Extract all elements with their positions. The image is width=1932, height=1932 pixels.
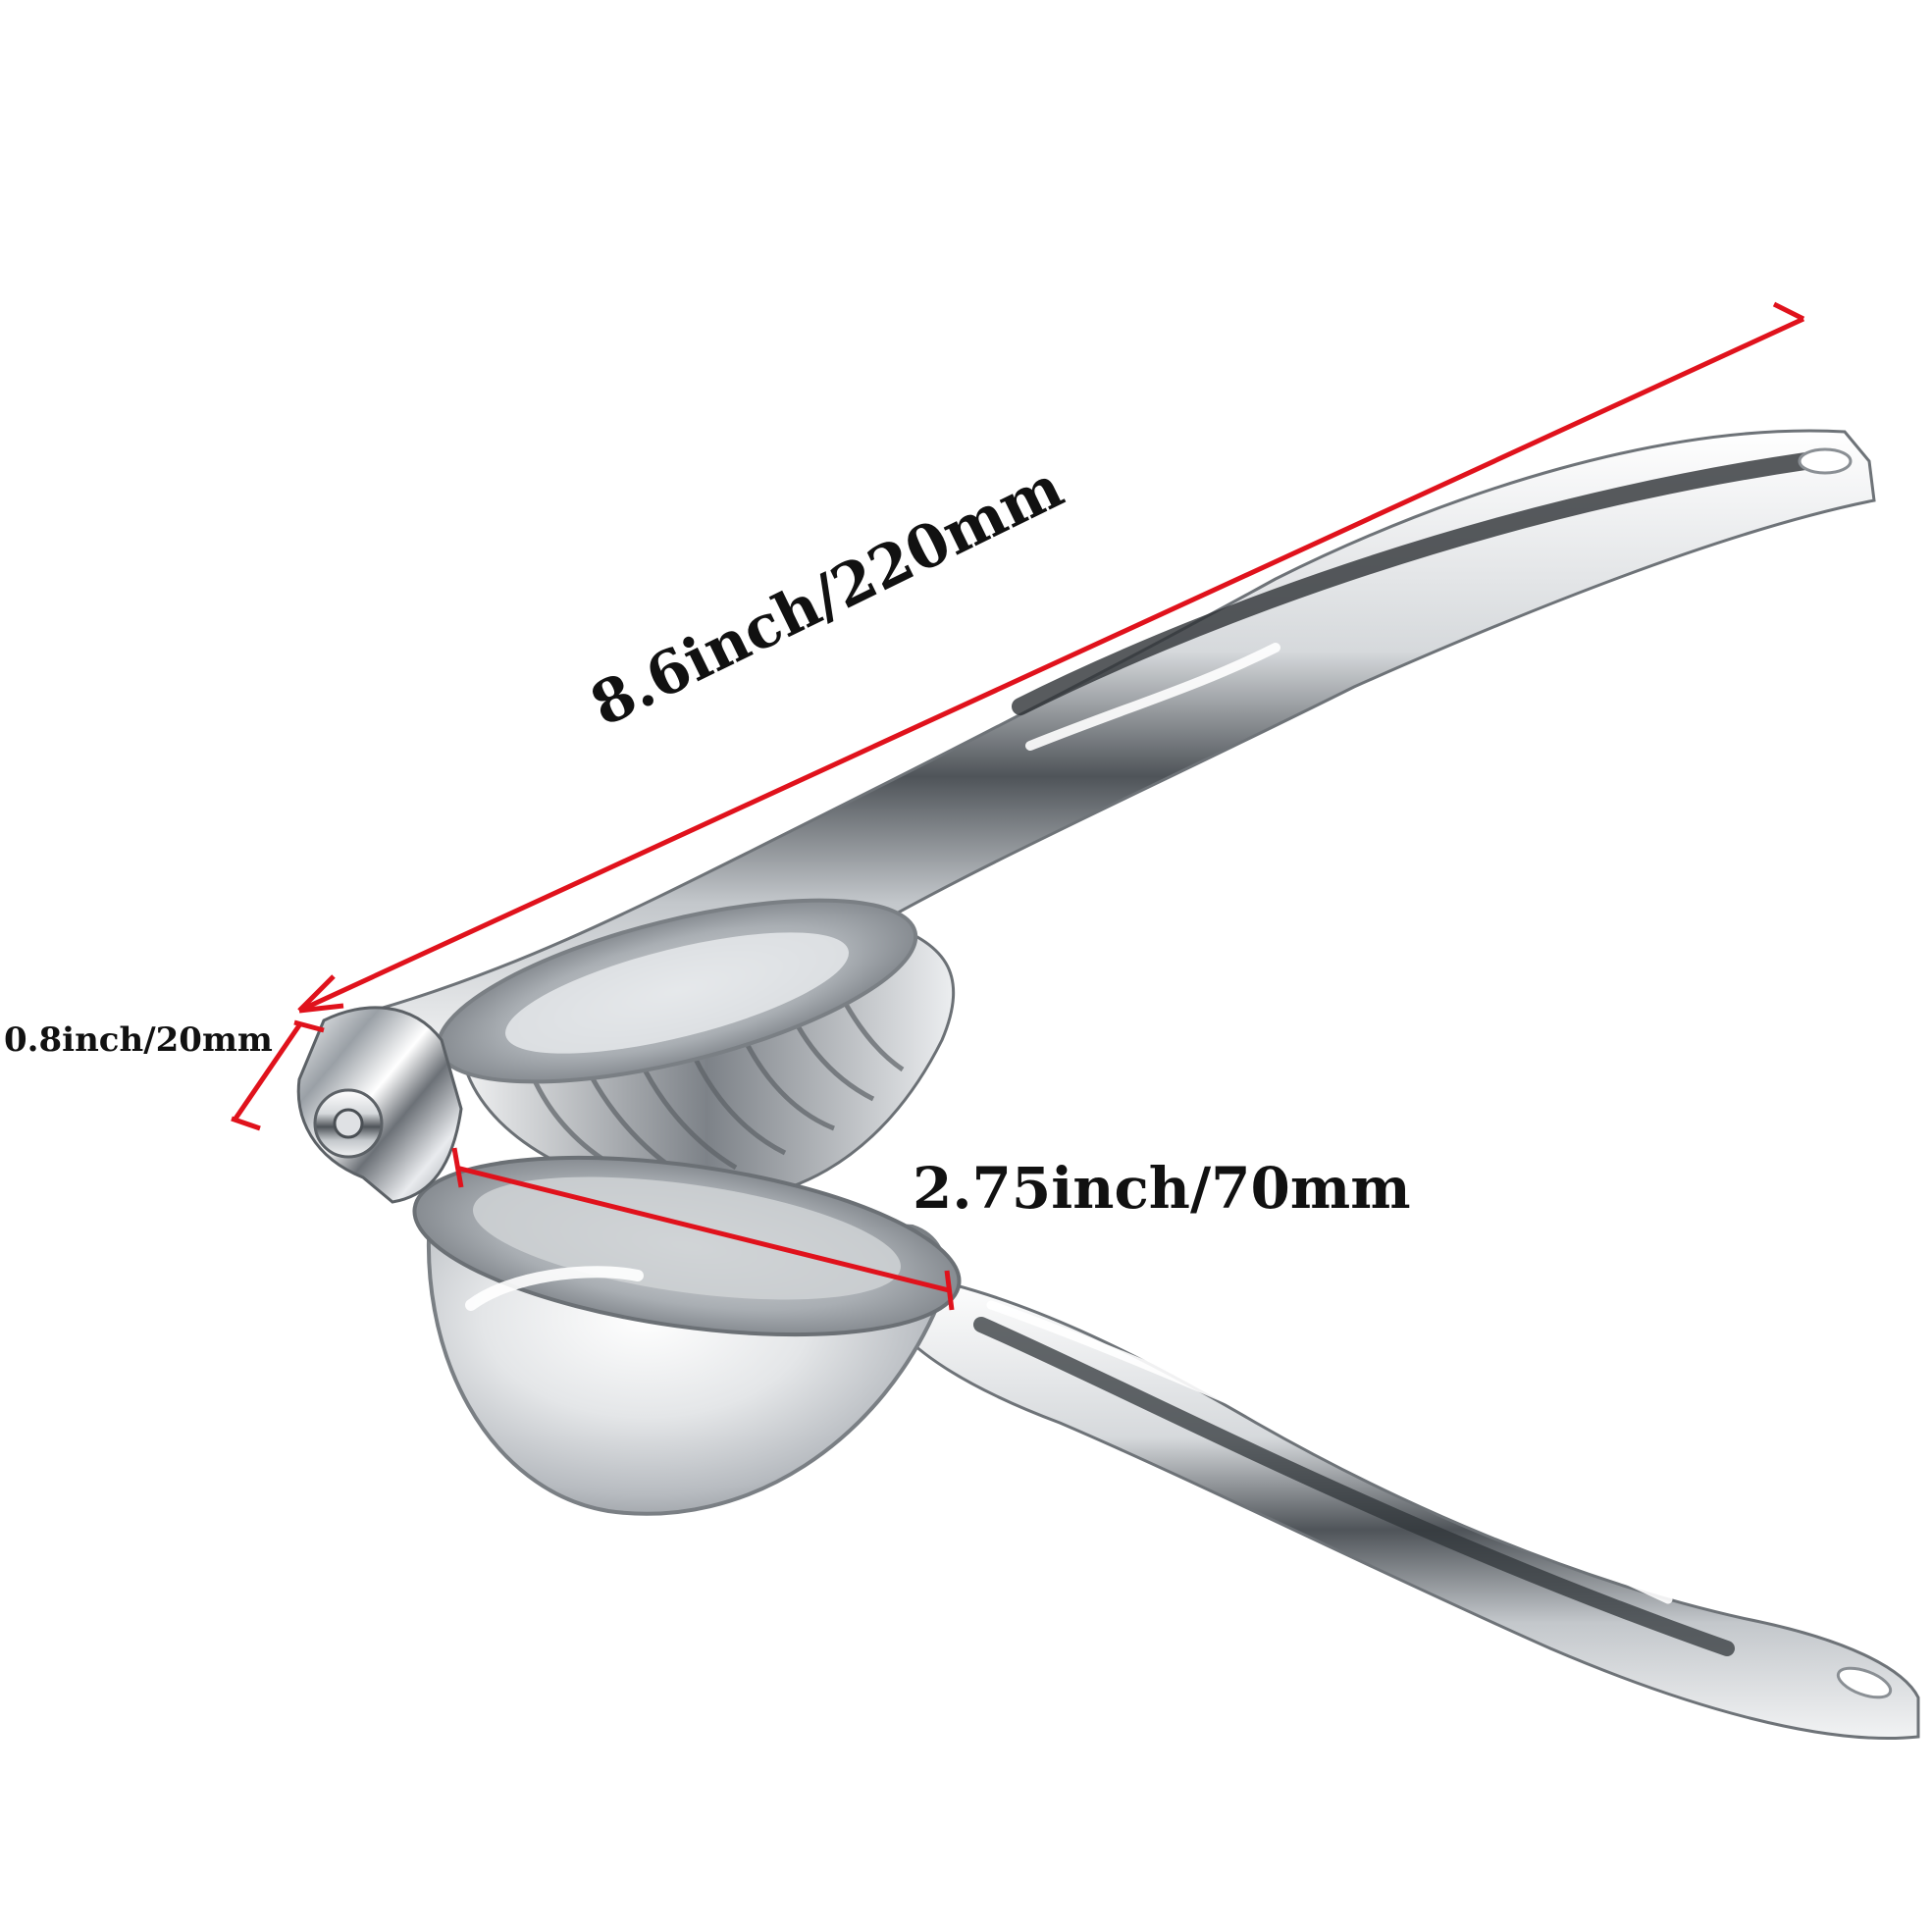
length-arrow-left [297, 974, 344, 1014]
hinge-tick-top [293, 1019, 325, 1033]
length-arrow-right [1772, 301, 1805, 322]
upper-handle-hole [1798, 447, 1853, 475]
hinge [296, 1006, 463, 1204]
hinge-pin [333, 1108, 364, 1139]
hinge-tick-bottom [231, 1116, 261, 1131]
lower-bowl [412, 1155, 962, 1516]
dimension-lines [231, 301, 1805, 1311]
hinge-width-label: 0.8inch/20mm [4, 1020, 273, 1060]
bowl-diameter-label: 2.75inch/70mm [913, 1155, 1411, 1222]
hinge-dimension-line [233, 1023, 302, 1121]
bowl-tick-left [451, 1147, 464, 1188]
lower-handle-hole [1836, 1666, 1893, 1699]
bowl-tick-right [944, 1270, 955, 1311]
upper-press-cup [436, 898, 956, 1203]
bowl-dimension-line [455, 1165, 950, 1293]
length-dimension-line [297, 316, 1805, 1014]
lower-handle [901, 1274, 1920, 1741]
